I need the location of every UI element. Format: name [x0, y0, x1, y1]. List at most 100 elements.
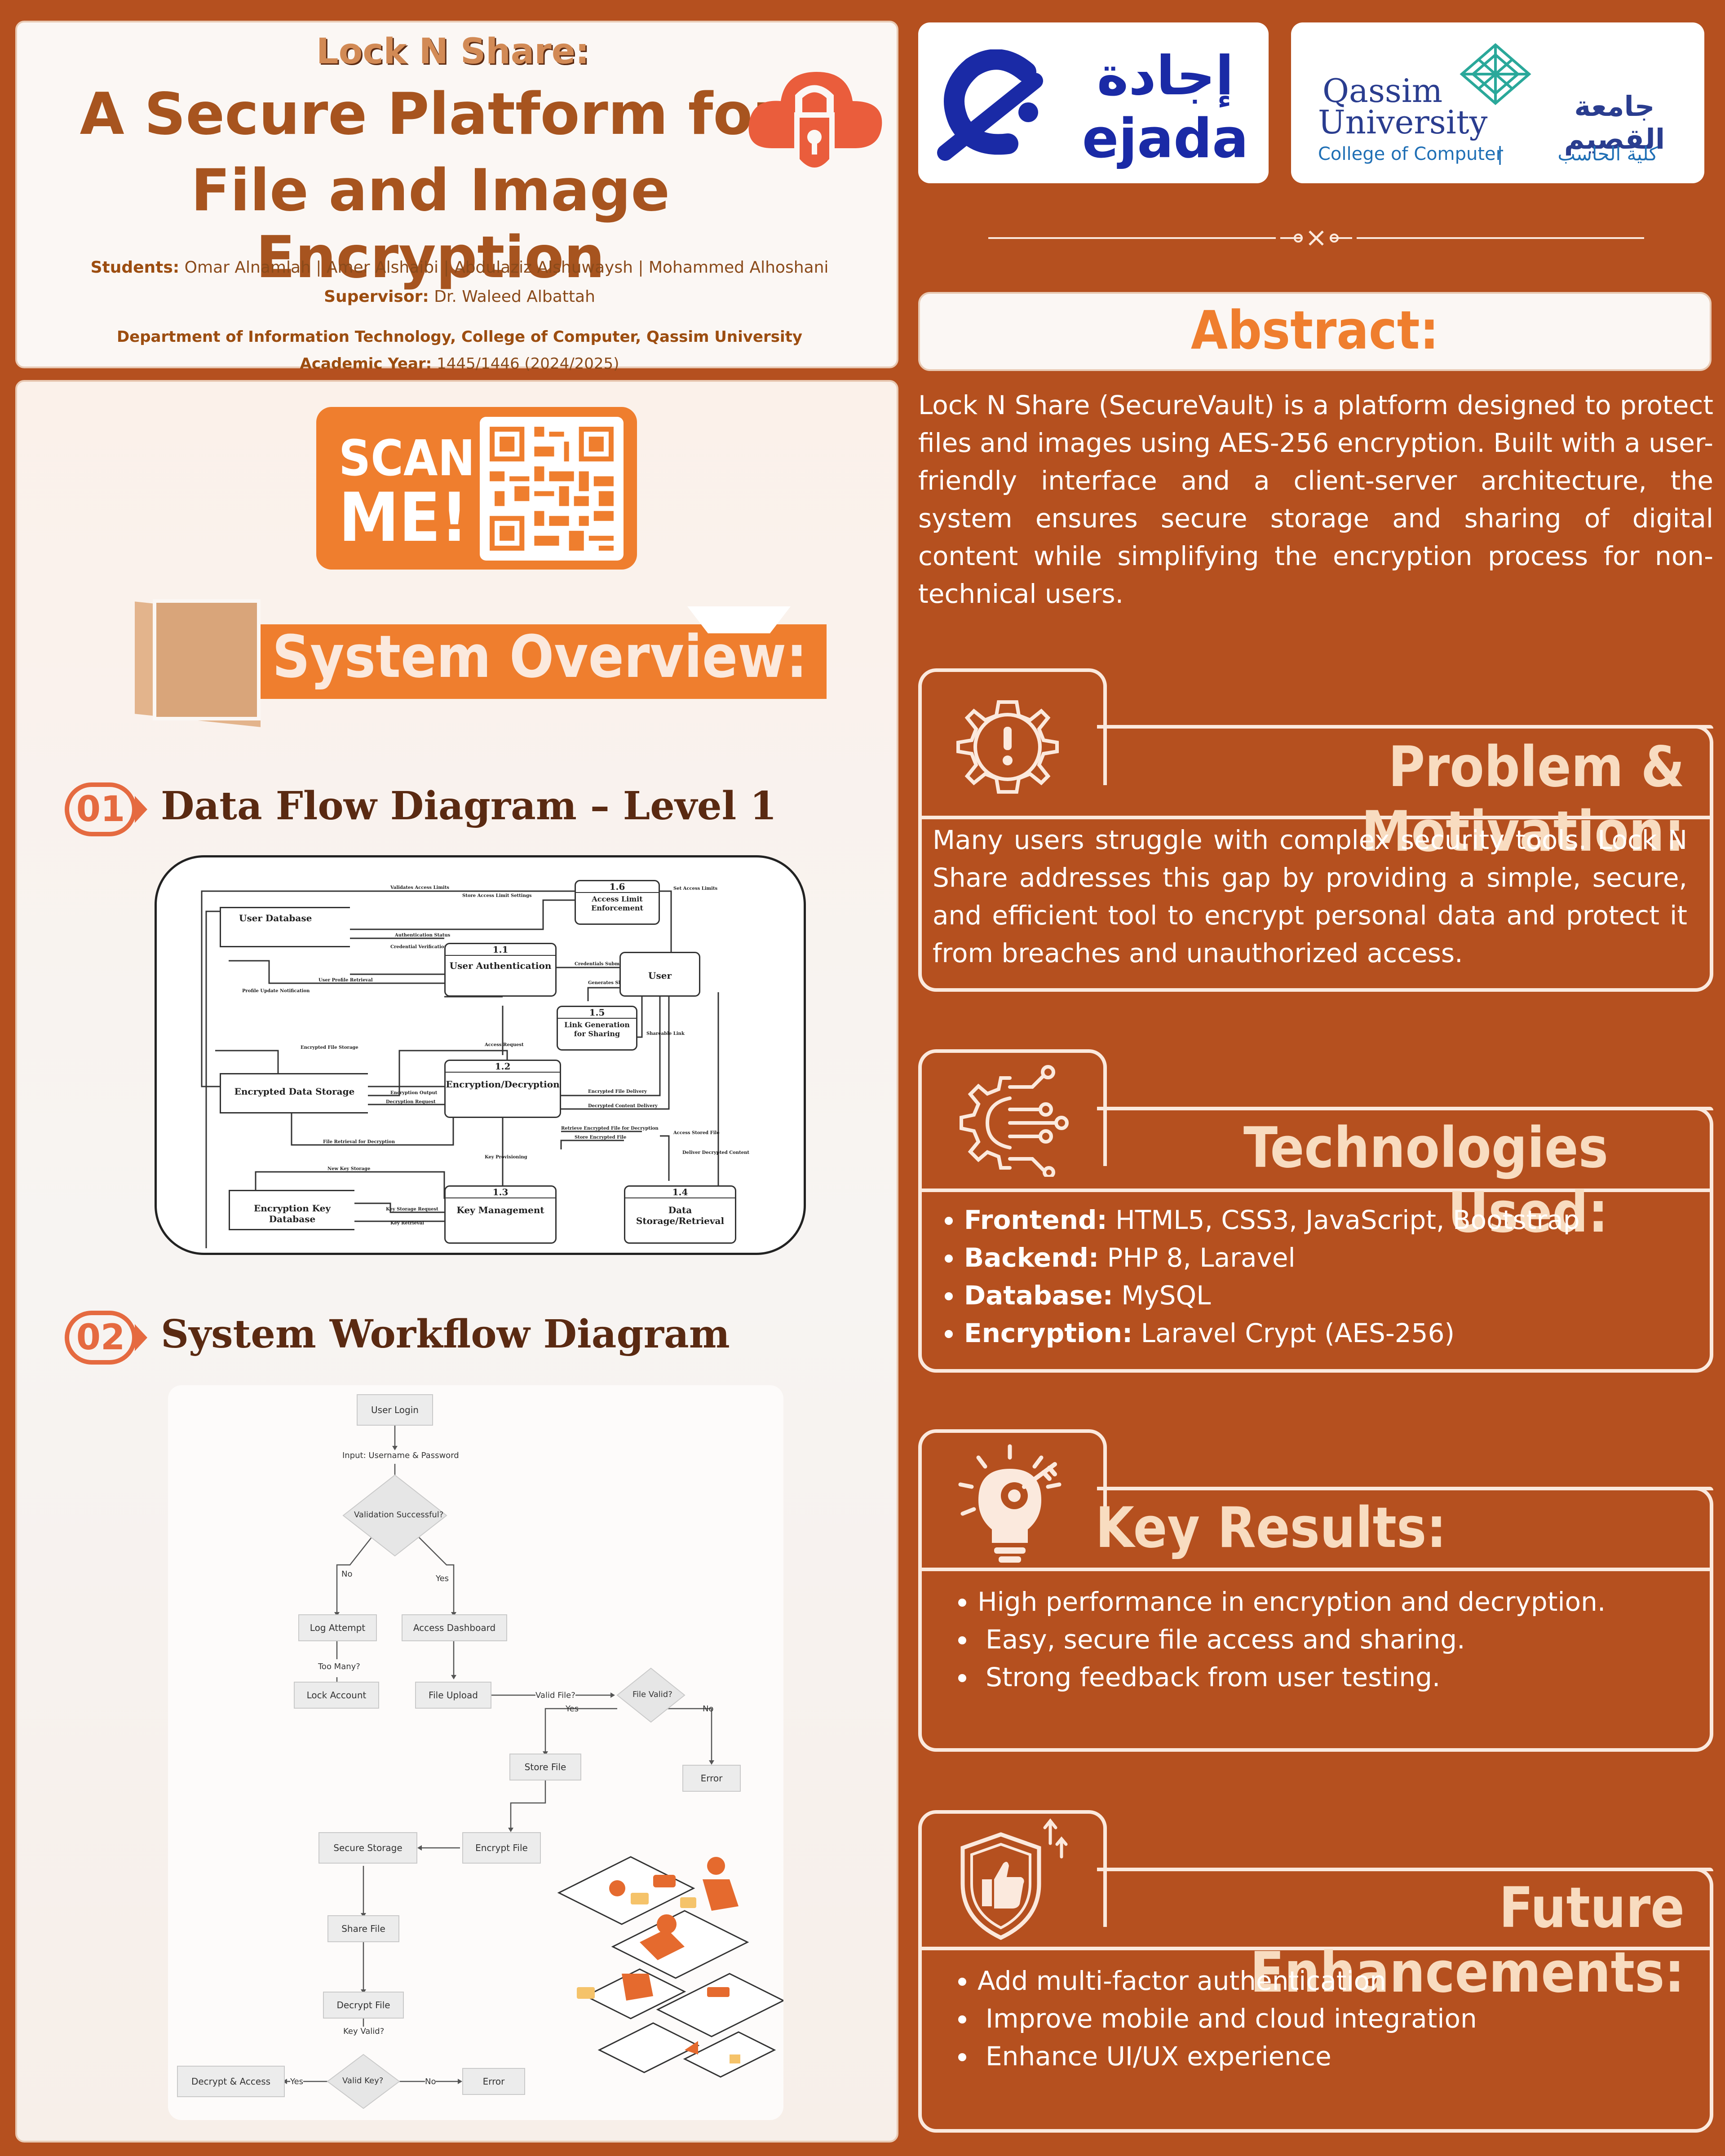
tech-frontend-label: Frontend:	[964, 1205, 1107, 1235]
qr-code-icon	[490, 427, 614, 551]
svg-text:New Key Storage: New Key Storage	[327, 1166, 370, 1171]
future-box	[918, 1868, 1713, 2133]
wf-yes-label: Yes	[436, 1574, 449, 1583]
qr-code[interactable]	[480, 417, 624, 561]
wf-valid-key-label: Valid Key?	[342, 2076, 384, 2085]
scan-me-badge[interactable]: SCAN ME!	[316, 407, 637, 570]
alert-gear-icon	[956, 700, 1059, 794]
dfd-key-db-label: Encryption Key Database	[253, 1203, 331, 1224]
project-title-line2: File and Image Encryption	[190, 157, 670, 291]
dfd-process-1-5: 1.5 Link Generation for Sharing	[557, 1006, 637, 1051]
tech-backend-label: Backend:	[964, 1242, 1099, 1273]
tech-list: Frontend: HTML5, CSS3, JavaScript, Boots…	[933, 1201, 1696, 1352]
title-panel: Lock N Share: A Secure Platform for File…	[15, 21, 898, 373]
shield-thumbs-up-icon	[960, 1818, 1068, 1940]
problem-box-mask	[922, 721, 1097, 729]
tech-item-frontend: Frontend: HTML5, CSS3, JavaScript, Boots…	[964, 1201, 1696, 1239]
file-valid-diamond	[616, 1667, 686, 1723]
tech-item-database: Database: MySQL	[964, 1277, 1696, 1314]
wf-lock-account: Lock Account	[294, 1682, 379, 1709]
ejada-arabic: إجادة	[1097, 45, 1234, 107]
dfd-1-2-label: Encryption/Decryption	[446, 1072, 560, 1090]
workflow-diagram: User Login Input: Username & Password Va…	[168, 1385, 783, 2120]
wf-too-many-label: Too Many?	[318, 1662, 360, 1671]
problem-box-header-line	[922, 816, 1710, 819]
wf-validation-label: Validation Successful?	[354, 1510, 444, 1520]
section1-number: 01	[65, 782, 137, 836]
svg-text:Access Stored File: Access Stored File	[673, 1131, 720, 1135]
overview-banner-front	[153, 599, 261, 720]
svg-text:Encrypted File Delivery: Encrypted File Delivery	[588, 1089, 647, 1094]
dfd-process-1-3: 1.3 Key Management	[444, 1185, 557, 1244]
supervisor-label: Supervisor:	[324, 287, 429, 306]
year-label: Academic Year:	[300, 355, 432, 373]
section1-arrow-icon	[135, 796, 147, 823]
svg-text:Set Access Limits: Set Access Limits	[673, 886, 718, 891]
team-collaboration-illustration	[557, 1856, 783, 2078]
svg-text:Profile Update Notification: Profile Update Notification	[242, 989, 310, 994]
svg-text:Encryption Output: Encryption Output	[390, 1091, 438, 1096]
future-item-1: Add multi-factor authentication	[978, 1962, 1701, 2000]
qassim-arabic: جامعة القصيم	[1564, 90, 1665, 155]
wf-store-file: Store File	[509, 1754, 581, 1780]
wf-yes2-label: Yes	[566, 1704, 579, 1714]
academic-year-line: Academic Year: 1445/1446 (2024/2025)	[44, 355, 875, 373]
svg-text:Retrieve Encrypted File for De: Retrieve Encrypted File for Decryption	[561, 1126, 659, 1131]
college-ar: كلية الحاسب	[1557, 143, 1658, 165]
wf-file-upload: File Upload	[415, 1682, 491, 1709]
dfd-process-1-4: 1.4 Data Storage/Retrieval	[624, 1185, 736, 1244]
tech-item-encryption: Encryption: Laravel Crypt (AES-256)	[964, 1314, 1696, 1352]
wf-log-attempt: Log Attempt	[298, 1614, 377, 1641]
dfd-1-4-number: 1.4	[672, 1187, 688, 1197]
dfd-1-2-number: 1.2	[495, 1061, 511, 1072]
section2-title: System Workflow Diagram	[161, 1312, 730, 1357]
dfd-diagram: Validates Access Limits Store Access Lim…	[155, 855, 806, 1255]
year-value: 1445/1446 (2024/2025)	[437, 355, 619, 373]
wf-valid-file-q: Valid File?	[535, 1691, 575, 1700]
dfd-1-3-label: Key Management	[446, 1197, 555, 1215]
wf-error-2: Error	[462, 2068, 525, 2095]
results-list: High performance in encryption and decry…	[946, 1583, 1701, 1696]
abstract-title-box: Abstract:	[918, 292, 1712, 371]
result-item-2: Easy, secure file access and sharing.	[978, 1621, 1701, 1658]
qassim-en-line1: Qassim	[1322, 72, 1443, 110]
section2-arrow-icon	[135, 1324, 147, 1351]
wf-no2-label: No	[703, 1704, 714, 1714]
tech-frontend-value: HTML5, CSS3, JavaScript, Bootstrap	[1115, 1205, 1580, 1235]
svg-text:Store Encrypted File: Store Encrypted File	[575, 1135, 626, 1140]
overview-title: System Overview:	[272, 623, 808, 691]
valid-key-diamond	[327, 2054, 400, 2109]
wf-access-dashboard: Access Dashboard	[402, 1614, 507, 1641]
section2-number: 02	[65, 1311, 137, 1365]
dfd-1-4-label: Data Storage/Retrieval	[625, 1197, 735, 1226]
result-item-3: Strong feedback from user testing.	[978, 1658, 1701, 1696]
dfd-datastore-user: User Database	[220, 907, 350, 947]
abstract-text: Lock N Share (SecureVault) is a platform…	[918, 390, 1713, 609]
ornament-divider	[988, 230, 1644, 246]
tech-box	[918, 1107, 1713, 1373]
workflow-lines	[283, 1426, 714, 2109]
department-line: Department of Information Technology, Co…	[116, 328, 803, 346]
svg-text:Decrypted Content Delivery: Decrypted Content Delivery	[588, 1104, 658, 1109]
project-subtitle: Lock N Share:	[316, 31, 589, 72]
future-box-header-line	[922, 1947, 1710, 1950]
qassim-en-line2: University	[1318, 103, 1488, 141]
dfd-process-1-6: 1.6 Access Limit Enforcement	[575, 880, 660, 925]
problem-box	[918, 725, 1713, 992]
supervisor-name: Dr. Waleed Albattah	[434, 287, 595, 306]
project-title-line1: A Secure Platform for	[80, 81, 781, 148]
qassim-lattice-icon	[1460, 43, 1531, 105]
result-item-1: High performance in encryption and decry…	[978, 1583, 1701, 1621]
svg-text:Key Storage Request: Key Storage Request	[386, 1207, 438, 1212]
dfd-1-6-label: Access Limit Enforcement	[576, 892, 659, 913]
supervisor-line: Supervisor: Dr. Waleed Albattah	[44, 287, 875, 306]
future-list: Add multi-factor authentication Improve …	[946, 1962, 1701, 2075]
svg-text:Credentials Submission: Credentials Submission	[575, 962, 635, 967]
dfd-datastore-encrypted: Encrypted Data Storage	[220, 1073, 368, 1113]
tech-encryption-value: Laravel Crypt (AES-256)	[1141, 1318, 1455, 1348]
results-box-header-line	[922, 1568, 1710, 1571]
tech-item-backend: Backend: PHP 8, Laravel	[964, 1239, 1696, 1277]
dfd-process-1-1: 1.1 User Authentication	[444, 943, 557, 997]
scan-line2: ME!	[339, 479, 469, 557]
tech-encryption-label: Encryption:	[964, 1318, 1133, 1348]
